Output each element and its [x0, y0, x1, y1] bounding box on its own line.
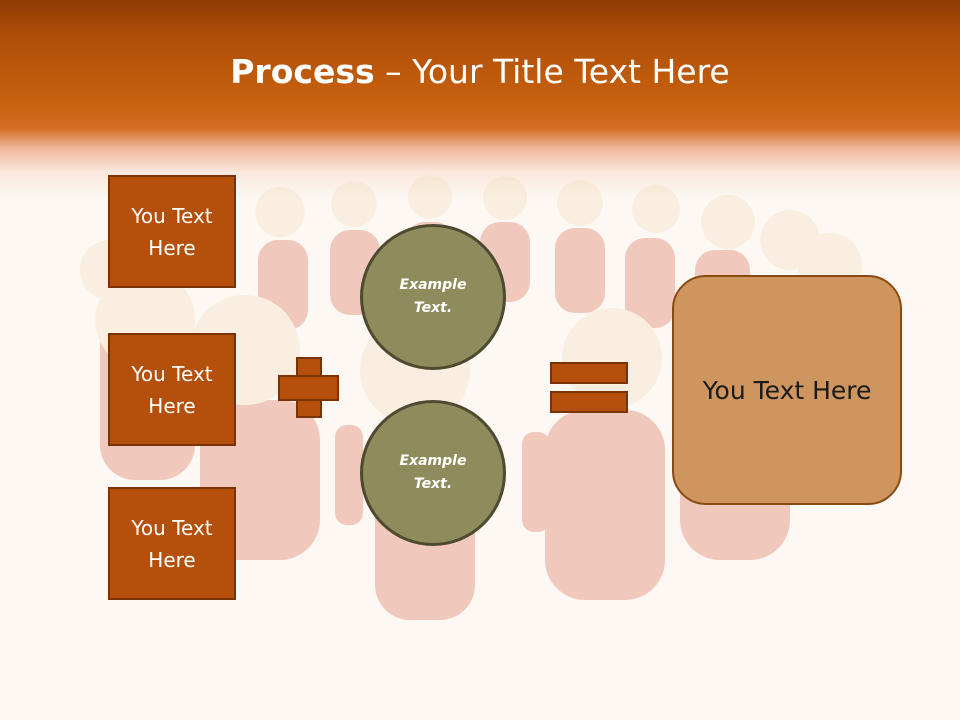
example-circle-2[interactable]: Example Text. — [360, 400, 506, 546]
text-box-2[interactable]: You Text Here — [108, 333, 236, 446]
page-title: Process – Your Title Text Here — [0, 52, 960, 91]
text-box-1[interactable]: You Text Here — [108, 175, 236, 288]
example-circle-1[interactable]: Example Text. — [360, 224, 506, 370]
result-box[interactable]: You Text Here — [672, 275, 902, 505]
text-box-3[interactable]: You Text Here — [108, 487, 236, 600]
title-rest: – Your Title Text Here — [374, 52, 730, 91]
title-banner — [0, 0, 960, 200]
title-bold: Process — [230, 52, 375, 91]
